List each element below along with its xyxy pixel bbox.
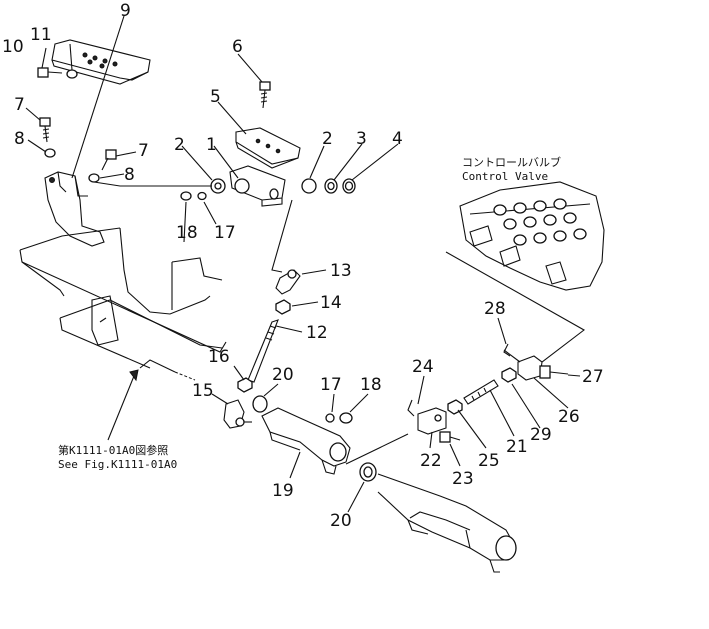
callout-21: 21 — [506, 437, 528, 457]
bolt-23 — [439, 431, 461, 443]
control-valve-caption-en: Control Valve — [462, 170, 548, 183]
callout-10: 10 — [2, 37, 24, 57]
callout-24: 24 — [412, 357, 434, 377]
callout-5: 5 — [210, 87, 221, 107]
rod-12 — [247, 319, 279, 383]
callout-20: 20 — [330, 511, 352, 531]
washer-17-upper — [197, 191, 207, 201]
washer-17-lower — [325, 413, 335, 423]
nut-11 — [66, 69, 78, 79]
snap-ring-4 — [342, 178, 356, 194]
washer-8-lower — [88, 173, 100, 183]
bushing-20-lower — [359, 462, 377, 482]
rod-21 — [463, 379, 499, 405]
control-valve — [459, 181, 605, 291]
pin-24 — [407, 399, 415, 417]
callout-16: 16 — [208, 347, 230, 367]
bolt-27 — [539, 365, 569, 379]
callout-13: 13 — [330, 261, 352, 281]
bolt-7-upper — [39, 117, 51, 143]
reference-arrow — [107, 369, 139, 441]
callout-18: 18 — [360, 375, 382, 395]
see-fig-caption-jp: 第K1111-01A0図参照 — [58, 443, 168, 457]
bushing-2-left — [210, 178, 226, 194]
callout-19: 19 — [272, 481, 294, 501]
control-valve-caption-jp: コントロールバルブ — [462, 155, 561, 169]
pedal-assembly — [44, 39, 151, 247]
callout-14: 14 — [320, 293, 342, 313]
callout-6: 6 — [232, 37, 243, 57]
callout-17: 17 — [320, 375, 342, 395]
ball-joint-13 — [275, 269, 301, 295]
callout-28: 28 — [484, 299, 506, 319]
callout-8: 8 — [14, 129, 25, 149]
pin-28 — [503, 343, 511, 357]
washer-3 — [324, 178, 338, 194]
callout-2: 2 — [174, 135, 185, 155]
bolt-7-lower — [101, 149, 117, 171]
lever-19 — [261, 407, 351, 475]
callout-26: 26 — [558, 407, 580, 427]
bracket-1 — [229, 165, 286, 207]
callout-15: 15 — [192, 381, 214, 401]
callout-20: 20 — [272, 365, 294, 385]
block-22 — [417, 407, 447, 435]
nut-18-lower — [339, 412, 353, 424]
floor-frame — [19, 227, 227, 381]
leader-lines — [25, 15, 581, 513]
callout-12: 12 — [306, 323, 328, 343]
callout-8: 8 — [124, 165, 135, 185]
bushing-20-upper — [252, 395, 268, 413]
see-fig-caption-en: See Fig.K1111-01A0 — [58, 458, 177, 471]
callout-3: 3 — [356, 129, 367, 149]
washer-8-upper — [44, 148, 56, 158]
callout-2: 2 — [322, 129, 333, 149]
nut-14 — [275, 299, 291, 315]
callout-7: 7 — [138, 141, 149, 161]
callout-9: 9 — [120, 1, 131, 21]
callout-4: 4 — [392, 129, 403, 149]
nut-29 — [501, 367, 517, 383]
callout-11: 11 — [30, 25, 52, 45]
callout-18: 18 — [176, 223, 198, 243]
block-26 — [517, 355, 543, 381]
nut-18-upper — [180, 191, 192, 201]
bushing-2-right — [301, 178, 317, 194]
callout-27: 27 — [582, 367, 604, 387]
bolt-6 — [259, 81, 271, 109]
shaft-assembly — [377, 473, 517, 573]
ball-joint-15 — [223, 399, 252, 429]
callout-7: 7 — [14, 95, 25, 115]
plate-5 — [235, 127, 301, 169]
callout-17: 17 — [214, 223, 236, 243]
callout-22: 22 — [420, 451, 442, 471]
callout-23: 23 — [452, 469, 474, 489]
callout-29: 29 — [530, 425, 552, 445]
nut-16 — [237, 377, 253, 393]
callouts: 1 2 2 3 4 5 6 7 7 8 8 9 10 11 12 13 14 1… — [2, 1, 604, 531]
callout-1: 1 — [206, 135, 217, 155]
bolt-10 — [37, 67, 63, 78]
callout-25: 25 — [478, 451, 500, 471]
